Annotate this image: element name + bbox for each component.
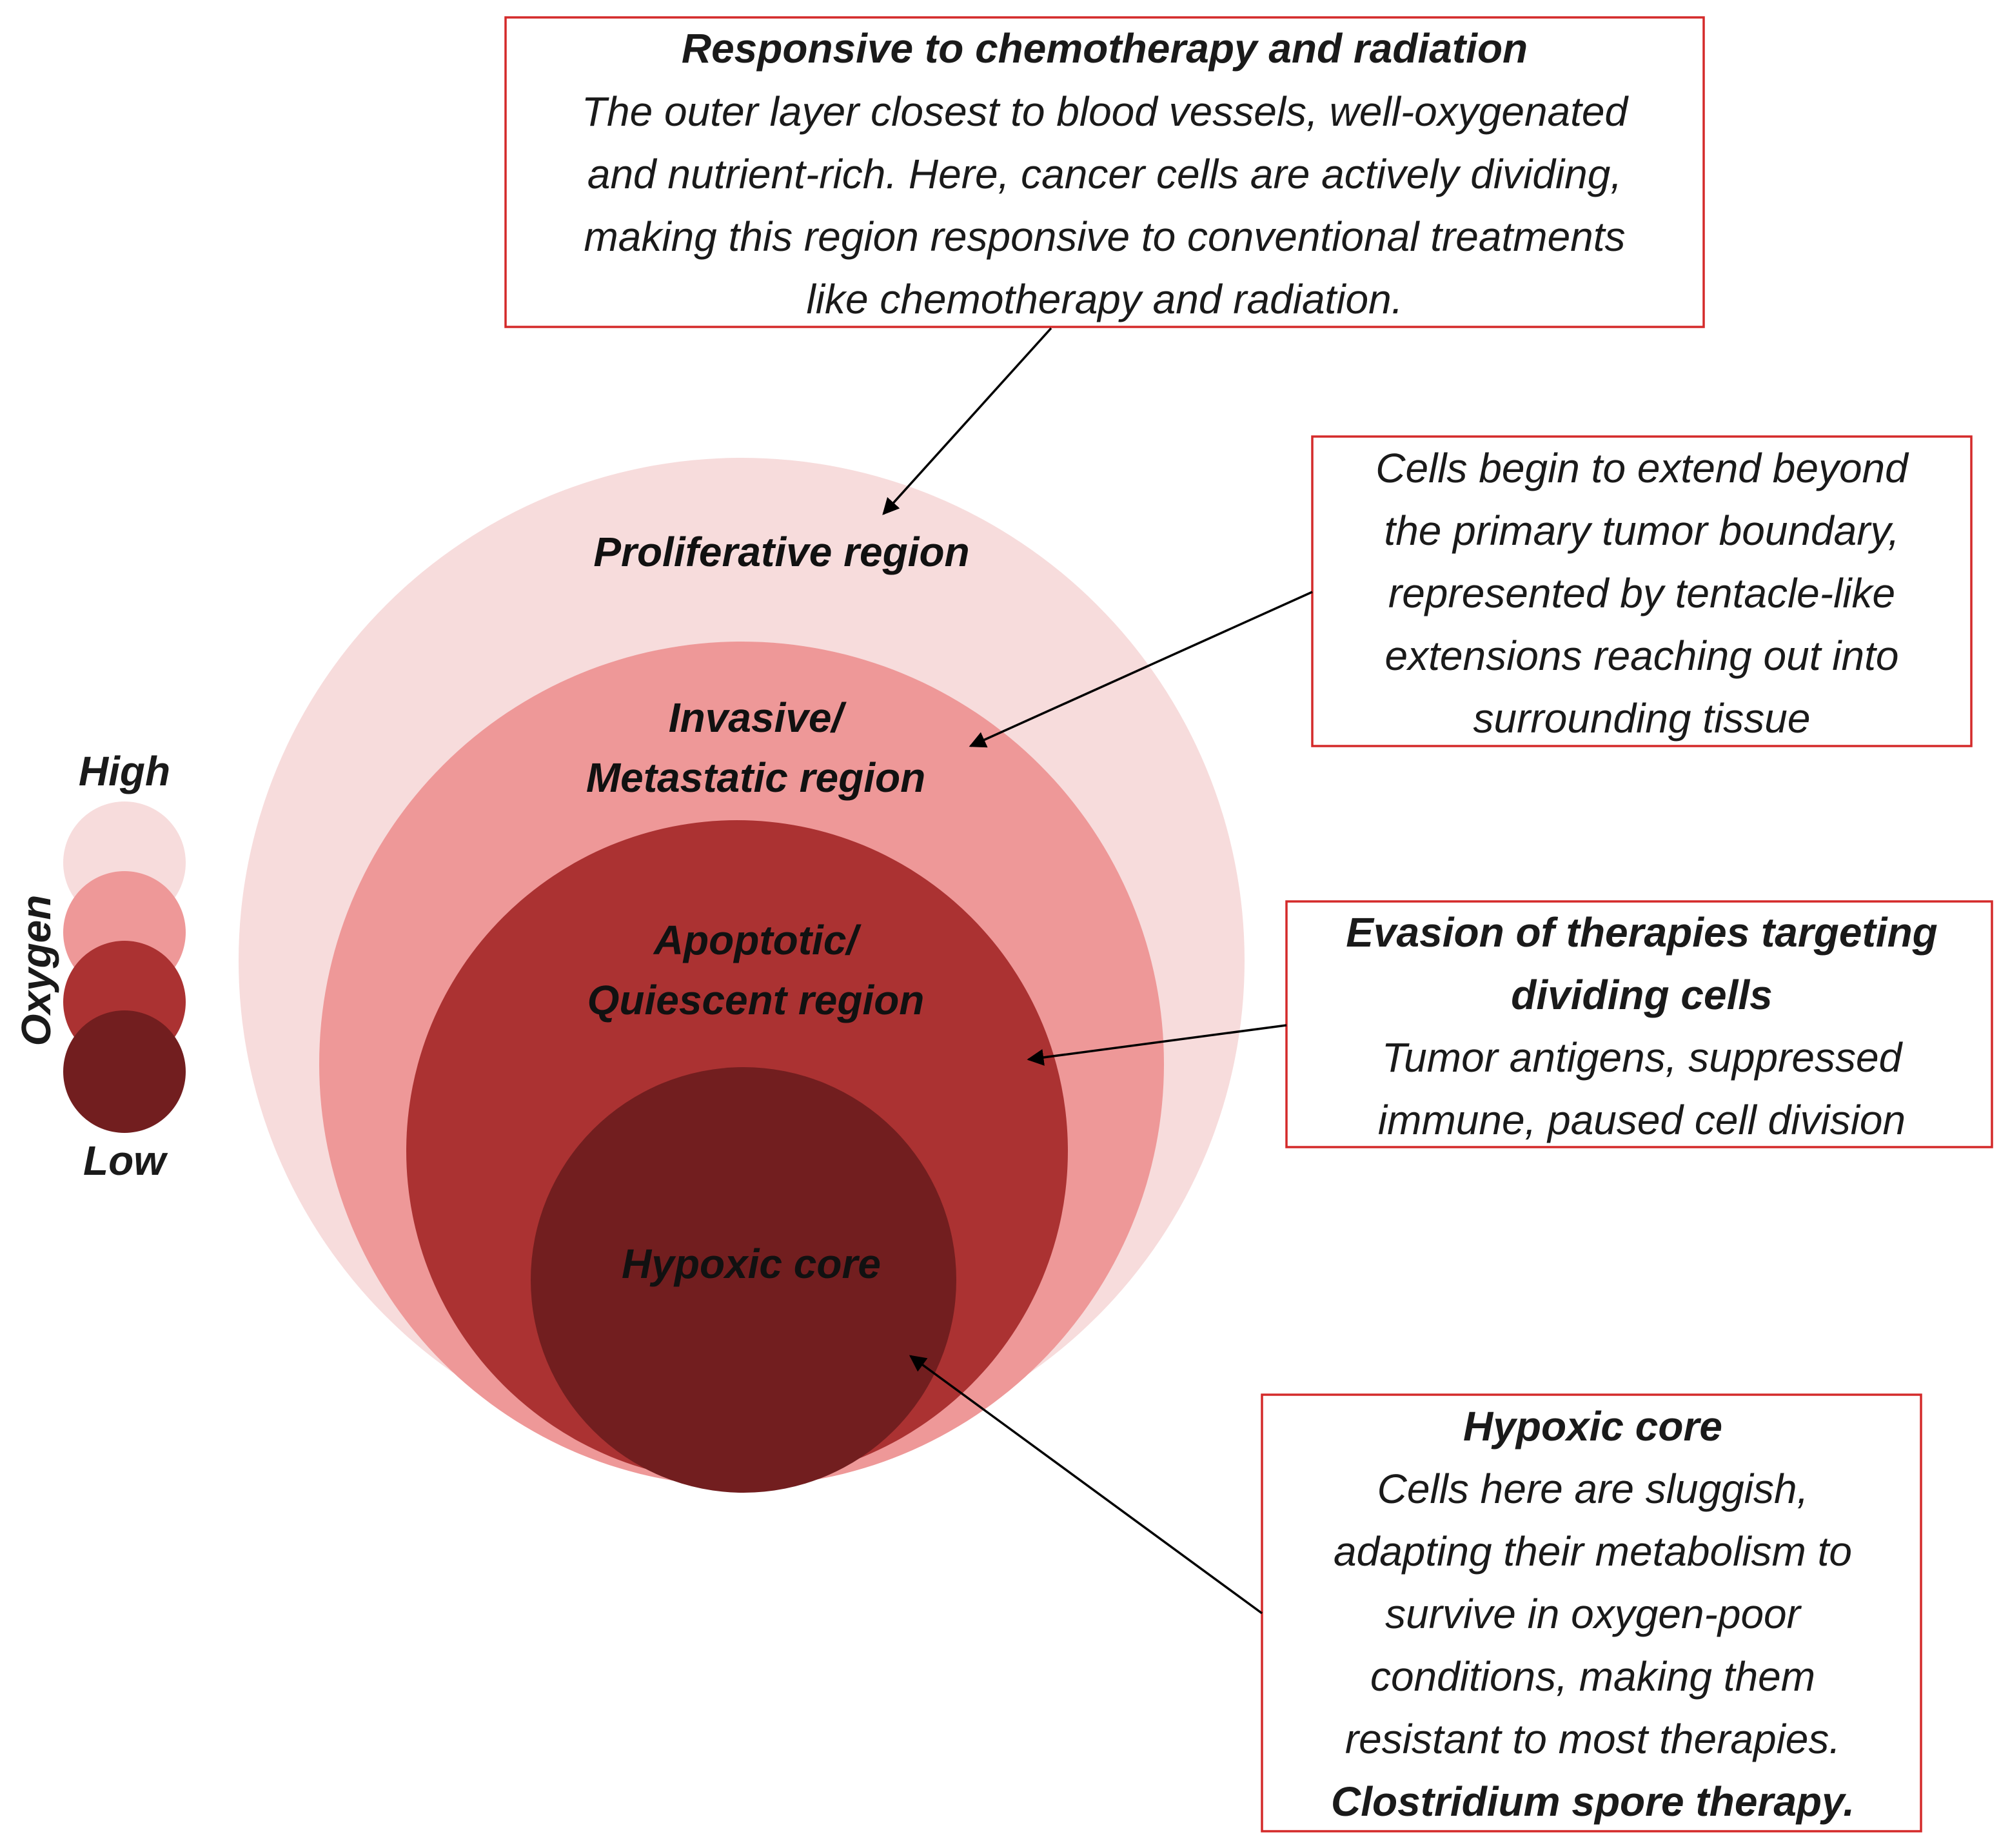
- callout-chemo-radiation-line-1: The outer layer closest to blood vessels…: [582, 88, 1630, 135]
- invasive-region-label-line2: Metastatic region: [586, 754, 925, 801]
- callout-invasive-line-2: the primary tumor boundary,: [1384, 507, 1899, 554]
- arrow-invasive-callout-to-region: [969, 591, 1313, 748]
- callout-evasion-heading-line-2: dividing cells: [1511, 972, 1772, 1018]
- callout-evasion-box: [1285, 900, 1993, 1148]
- callout-evasion-heading-line-1: Evasion of therapies targeting: [1346, 909, 1938, 956]
- apoptotic-region-label-line1: Apoptotic/: [653, 917, 862, 963]
- oxygen-legend-low-label: Low: [83, 1137, 168, 1184]
- callout-evasion: Evasion of therapies targeting dividing …: [1285, 900, 1993, 1148]
- hypoxic-core-circle: [531, 1067, 956, 1493]
- callout-chemo-radiation-heading: Responsive to chemotherapy and radiation: [682, 25, 1528, 72]
- arrow-hypoxic-callout-to-core: [909, 1355, 1263, 1615]
- callout-evasion-line-1: Tumor antigens, suppressed: [1382, 1034, 1904, 1081]
- callout-hypoxic-footer: Clostridium spore therapy.: [1331, 1778, 1855, 1825]
- callout-invasive-line-1: Cells begin to extend beyond: [1375, 445, 1909, 491]
- arrow-chemo-to-proliferative: [882, 327, 1052, 515]
- arrow-evasion-callout-to-region: [1027, 1024, 1287, 1066]
- oxygen-legend-low-swatch: [63, 1010, 186, 1133]
- apoptotic-region-label-line2: Quiescent region: [587, 977, 925, 1023]
- callout-chemo-radiation-line-4: like chemotherapy and radiation.: [807, 276, 1403, 322]
- callout-invasive-box: [1311, 435, 1973, 747]
- callout-hypoxic-line-3: survive in oxygen-poor: [1385, 1591, 1802, 1637]
- oxygen-legend-title: Oxygen: [13, 895, 59, 1047]
- invasive-region-label-line1: Invasive/: [669, 694, 847, 741]
- oxygen-legend-high-label: High: [79, 748, 170, 794]
- oxygen-legend: High Low Oxygen: [13, 748, 186, 1184]
- callout-evasion-line-2: immune, paused cell division: [1378, 1097, 1906, 1143]
- callout-hypoxic-line-1: Cells here are sluggish,: [1377, 1466, 1809, 1512]
- callout-hypoxic: Hypoxic core Cells here are sluggish, ad…: [1261, 1393, 1922, 1833]
- callout-invasive-line-5: surrounding tissue: [1473, 695, 1811, 742]
- callout-chemo-radiation-box: [504, 16, 1705, 328]
- callout-invasive-line-3: represented by tentacle-like: [1388, 570, 1895, 616]
- callout-chemo-radiation-line-2: and nutrient-rich. Here, cancer cells ar…: [587, 151, 1622, 197]
- proliferative-region-label: Proliferative region: [593, 529, 969, 575]
- callout-hypoxic-line-5: resistant to most therapies.: [1345, 1716, 1840, 1762]
- callout-hypoxic-box: [1261, 1393, 1922, 1833]
- callout-hypoxic-line-4: conditions, making them: [1370, 1653, 1815, 1700]
- callout-invasive: Cells begin to extend beyond the primary…: [1311, 435, 1973, 747]
- hypoxic-core-label: Hypoxic core: [622, 1241, 881, 1287]
- callout-chemo-radiation-line-3: making this region responsive to convent…: [584, 213, 1625, 260]
- callout-hypoxic-heading: Hypoxic core: [1463, 1403, 1722, 1450]
- callout-invasive-line-4: extensions reaching out into: [1385, 633, 1899, 679]
- callout-chemo-radiation: Responsive to chemotherapy and radiation…: [504, 16, 1705, 328]
- callout-hypoxic-line-2: adapting their metabolism to: [1334, 1528, 1852, 1575]
